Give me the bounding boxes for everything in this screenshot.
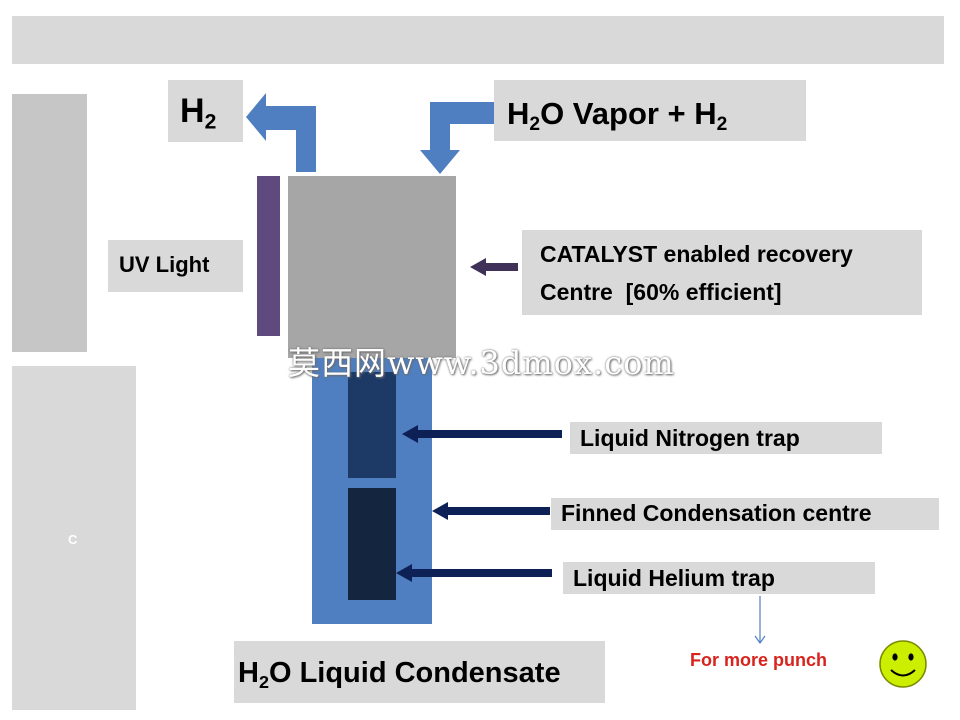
condensate-label: H2O Liquid Condensate bbox=[234, 641, 605, 703]
catalyst-arrow bbox=[470, 258, 518, 276]
left-panel-lower bbox=[12, 366, 136, 710]
smiley-face-icon bbox=[879, 640, 927, 688]
left-panel-letter: C bbox=[68, 532, 78, 547]
finned-condensation-arrow bbox=[432, 502, 550, 520]
vapor-input-label: H2O Vapor + H2 bbox=[494, 80, 806, 141]
helium-trap-arrow bbox=[396, 564, 552, 582]
watermark: 莫西网www.3dmox.com bbox=[288, 344, 675, 382]
liquid-helium-trap-block bbox=[348, 488, 396, 600]
vapor-inflow-arrow bbox=[420, 102, 494, 174]
finned-condensation-label: Finned Condensation centre bbox=[551, 498, 939, 530]
punch-pointer-line bbox=[754, 596, 766, 645]
nitrogen-trap-arrow bbox=[402, 425, 562, 443]
nitrogen-trap-label: Liquid Nitrogen trap bbox=[570, 422, 882, 454]
catalyst-label: CATALYST enabled recovery Centre [60% ef… bbox=[522, 230, 922, 315]
helium-trap-label: Liquid Helium trap bbox=[563, 562, 875, 594]
for-more-punch-text: For more punch bbox=[690, 650, 828, 670]
h2-output-label: H2 bbox=[168, 80, 243, 142]
uv-light-label: UV Light bbox=[108, 240, 243, 292]
liquid-nitrogen-trap-block bbox=[348, 372, 396, 478]
catalyst-block bbox=[288, 176, 456, 358]
h2-outflow-arrow bbox=[246, 93, 316, 172]
left-panel-upper bbox=[12, 94, 87, 352]
top-title-bar bbox=[12, 16, 944, 64]
uv-light-strip bbox=[257, 176, 280, 336]
